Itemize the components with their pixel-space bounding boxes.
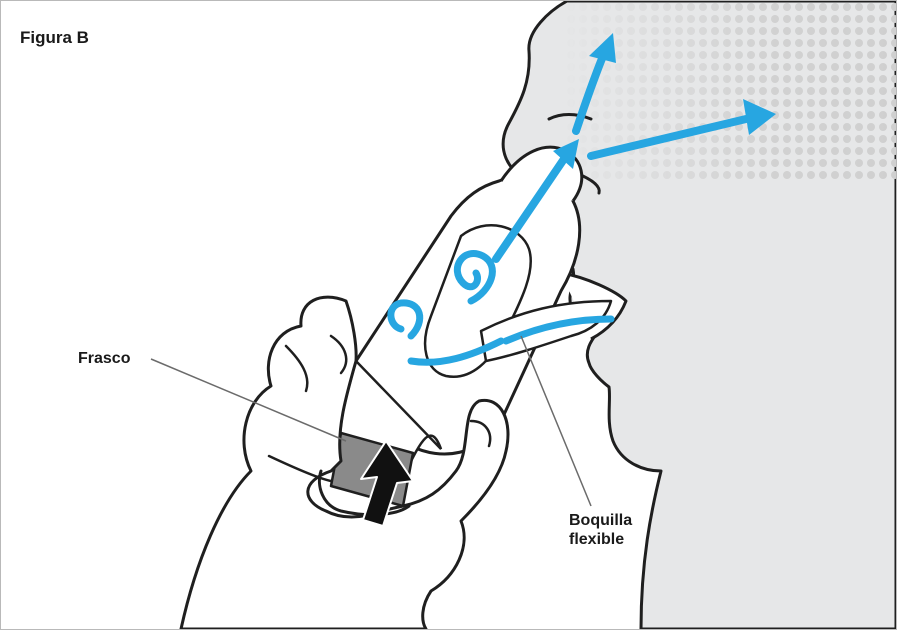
- nozzle-label: Boquilla flexible: [569, 511, 659, 549]
- figure-title: Figura B: [20, 28, 89, 47]
- bottle-label: Frasco: [78, 349, 130, 368]
- nozzle-label-line1: Boquilla: [569, 511, 659, 530]
- nozzle-label-line2: flexible: [569, 530, 659, 549]
- leader-line-nozzle: [521, 336, 591, 506]
